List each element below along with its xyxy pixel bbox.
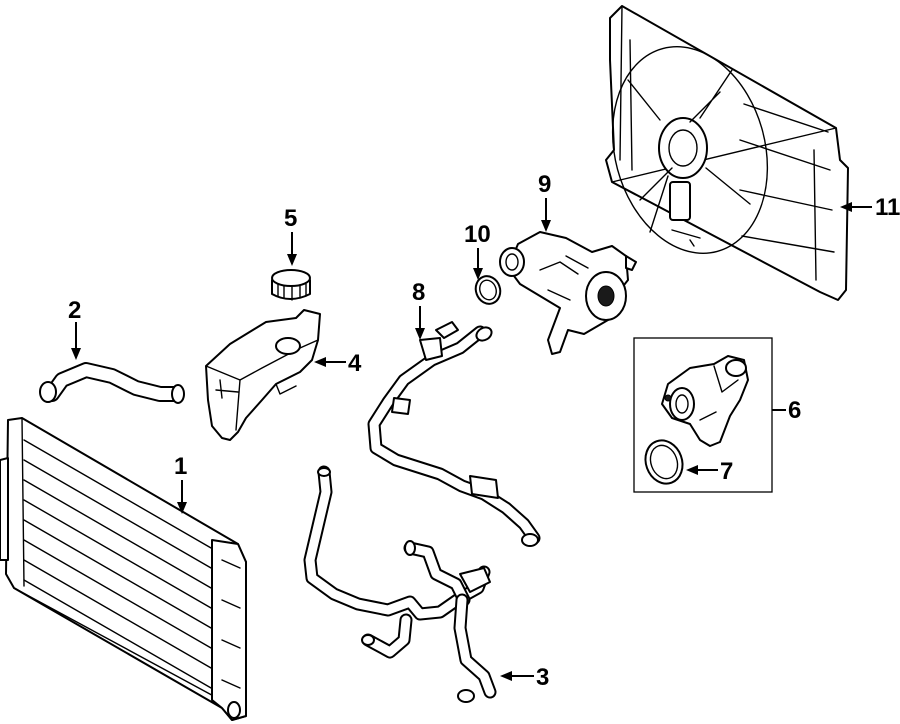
callout-6: 6 [772, 397, 801, 424]
reservoir-cap [271, 269, 311, 301]
upper-radiator-hose [39, 362, 185, 404]
callout-5: 5 [284, 205, 297, 266]
callout-number-2: 2 [68, 297, 81, 324]
water-pump [499, 231, 637, 355]
coolant-reservoir [205, 309, 321, 441]
callout-4: 4 [314, 350, 362, 377]
radiator [0, 417, 247, 721]
callout-7: 7 [686, 458, 733, 485]
thermostat-inset-box [633, 337, 773, 493]
gasket-7 [644, 439, 684, 485]
callout-3: 3 [500, 664, 549, 691]
callout-2: 2 [68, 297, 81, 360]
callout-11: 11 [840, 194, 900, 221]
callout-9: 9 [538, 171, 551, 232]
thermostat-housing [661, 355, 749, 447]
callout-number-11: 11 [875, 194, 900, 221]
callout-number-6: 6 [788, 397, 801, 424]
callout-number-10: 10 [464, 221, 491, 248]
callout-number-4: 4 [348, 350, 362, 377]
callout-number-9: 9 [538, 171, 551, 198]
o-ring-10 [474, 275, 502, 305]
callout-number-1: 1 [174, 453, 187, 480]
callout-8: 8 [412, 279, 425, 340]
callout-number-5: 5 [284, 205, 297, 232]
heater-hose-assembly [303, 465, 497, 703]
callout-number-8: 8 [412, 279, 425, 306]
fan-shroud-assembly [605, 5, 849, 301]
coolant-pipe [367, 321, 541, 547]
callout-1: 1 [174, 453, 187, 514]
callout-10: 10 [464, 221, 491, 280]
callout-number-3: 3 [536, 664, 549, 691]
callout-number-7: 7 [720, 458, 733, 485]
